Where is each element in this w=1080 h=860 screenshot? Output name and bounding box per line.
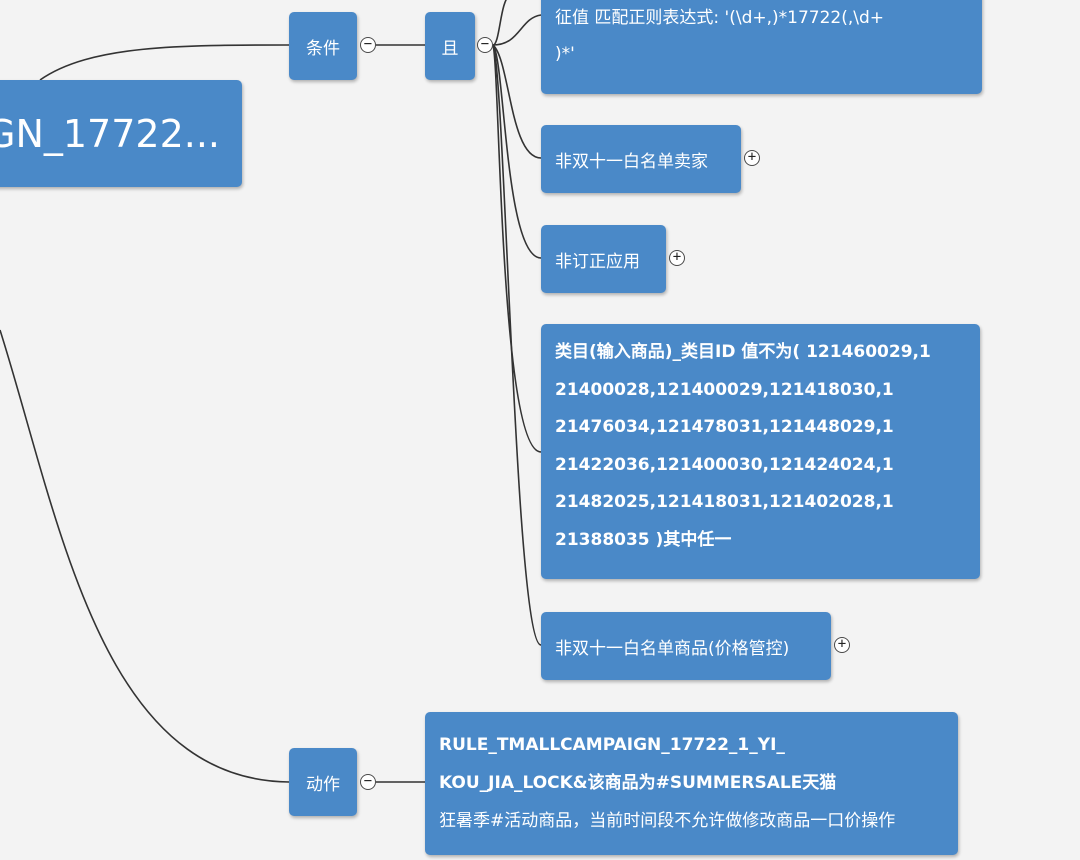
non-correction-expand-toggle[interactable]: +	[669, 250, 685, 266]
connector-and-category	[492, 44, 542, 453]
root-label: GN_17722...	[0, 111, 220, 156]
item-whitelist-node[interactable]: 非双十一白名单商品(价格管控)	[541, 612, 831, 680]
action-node[interactable]: 动作	[289, 748, 357, 816]
condition-label: 条件	[306, 38, 340, 59]
regex-rule-line1: 征值 匹配正则表达式: '(\d+,)*17722(,\d+	[555, 8, 885, 28]
connector-root-condition	[39, 44, 290, 81]
non-correction-node[interactable]: 非订正应用	[541, 225, 666, 293]
category-rule-line: 21388035 )其中任一	[555, 529, 732, 550]
action-detail-line2: KOU_JIA_LOCK&该商品为#SUMMERSALE天猫	[439, 773, 837, 793]
root-node[interactable]: GN_17722...	[0, 80, 242, 187]
seller-whitelist-expand-toggle[interactable]: +	[744, 150, 760, 166]
non-correction-label: 非订正应用	[555, 251, 640, 272]
action-label: 动作	[306, 774, 340, 795]
connector-and-regex	[492, 14, 542, 46]
category-rule-line: 21476034,121478031,121448029,1	[555, 417, 894, 437]
action-detail-line1: RULE_TMALLCAMPAIGN_17722_1_YI_	[439, 735, 785, 755]
connector-and-seller	[492, 44, 542, 159]
category-rule-line: 21482025,121418031,121402028,1	[555, 492, 894, 512]
regex-rule-line2: )*'	[555, 44, 575, 64]
regex-rule-node[interactable]: 征值 匹配正则表达式: '(\d+,)*17722(,\d+ )*'	[541, 0, 982, 94]
condition-collapse-toggle[interactable]: −	[360, 37, 376, 53]
action-detail-node[interactable]: RULE_TMALLCAMPAIGN_17722_1_YI_ KOU_JIA_L…	[425, 712, 958, 855]
item-whitelist-expand-toggle[interactable]: +	[834, 637, 850, 653]
connector-and-item	[492, 44, 542, 646]
item-whitelist-label: 非双十一白名单商品(价格管控)	[555, 638, 790, 659]
seller-whitelist-label: 非双十一白名单卖家	[555, 151, 708, 172]
condition-node[interactable]: 条件	[289, 12, 357, 80]
connector-root-action	[0, 329, 290, 783]
and-collapse-toggle[interactable]: −	[477, 37, 493, 53]
category-rule-line: 21422036,121400030,121424024,1	[555, 454, 894, 475]
category-rule-line: 21400028,121400029,121418030,1	[555, 379, 894, 400]
and-node[interactable]: 且	[425, 12, 475, 80]
connector-and-correction	[492, 44, 542, 259]
category-rule-node[interactable]: 类目(输入商品)_类目ID 值不为( 121460029,1 21400028,…	[541, 324, 980, 579]
and-label: 且	[441, 38, 459, 59]
connector-and-hidden	[492, 0, 507, 46]
seller-whitelist-node[interactable]: 非双十一白名单卖家	[541, 125, 741, 193]
action-collapse-toggle[interactable]: −	[360, 774, 376, 790]
action-detail-line3: 狂暑季#活动商品，当前时间段不允许做修改商品一口价操作	[439, 811, 896, 831]
category-rule-line: 类目(输入商品)_类目ID 值不为( 121460029,1	[555, 342, 931, 362]
